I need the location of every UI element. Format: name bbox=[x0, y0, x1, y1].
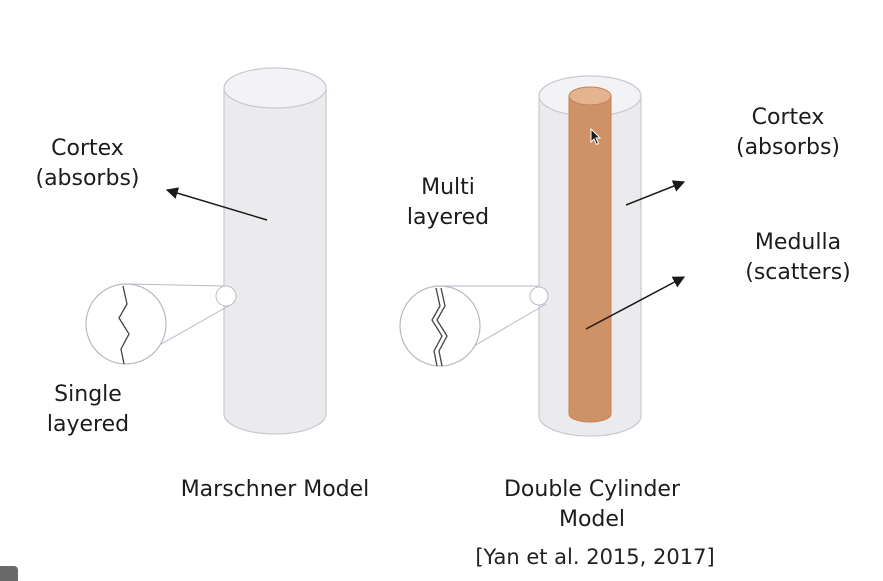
citation-label: [Yan et al. 2015, 2017] bbox=[475, 545, 715, 569]
right-magnifier-detail bbox=[399, 285, 549, 367]
marschner-model-label: Marschner Model bbox=[180, 477, 370, 502]
arrow-cursor-icon bbox=[590, 128, 602, 146]
double-cylinder-model-label: Double Cylinder Model bbox=[503, 477, 681, 532]
medulla-cylinder bbox=[568, 86, 612, 423]
medulla-arrow bbox=[585, 276, 686, 330]
left-magnifier-detail bbox=[85, 283, 237, 365]
left-layer-label: Single layered bbox=[46, 382, 130, 437]
marschner-cylinder bbox=[223, 67, 327, 435]
medulla-label: Medulla (scatters) bbox=[745, 230, 851, 285]
right-cortex-arrow bbox=[625, 180, 686, 206]
left-cortex-arrow bbox=[165, 187, 268, 221]
corner-overlay bbox=[0, 566, 18, 581]
left-cortex-label: Cortex (absorbs) bbox=[35, 136, 140, 191]
right-cortex-label: Cortex (absorbs) bbox=[735, 105, 840, 160]
right-layer-label: Multi layered bbox=[406, 175, 490, 230]
